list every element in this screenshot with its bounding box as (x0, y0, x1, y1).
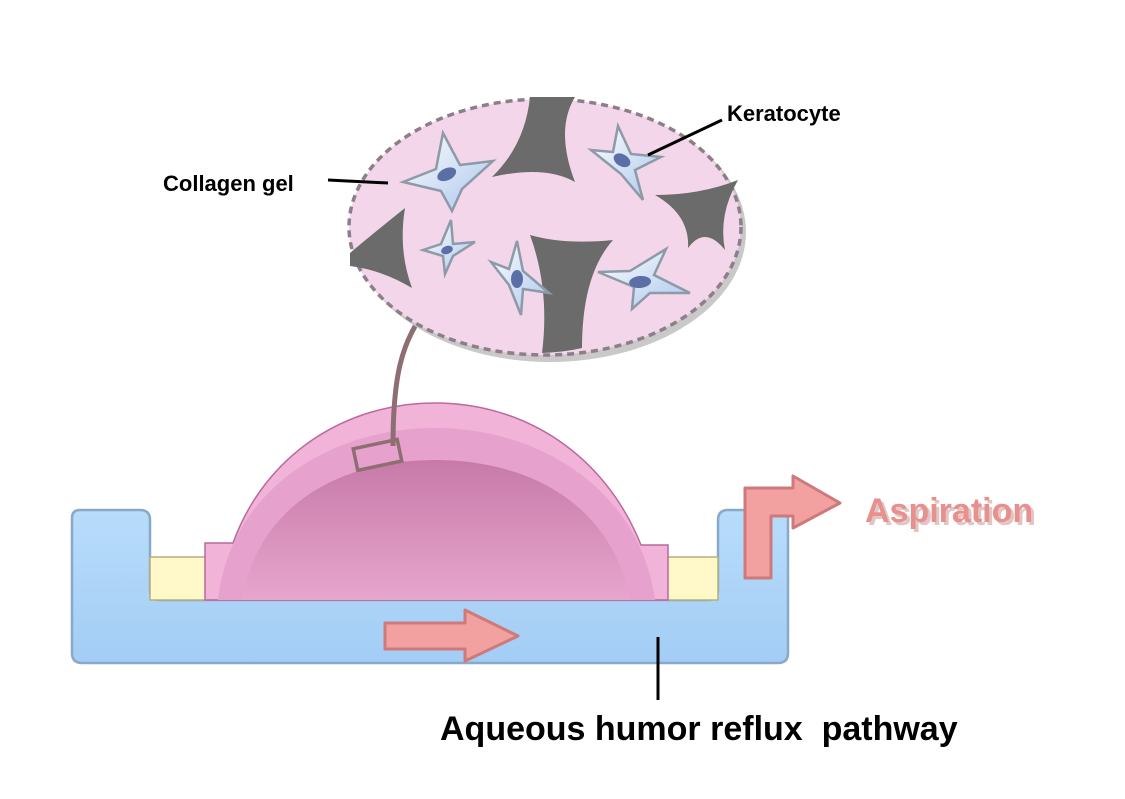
collagen-gel-label: Collagen gel (163, 171, 294, 196)
medium-left (149, 556, 207, 601)
cornea-inner (242, 460, 630, 600)
aspiration-arrow (743, 474, 842, 580)
cornea (204, 402, 669, 601)
keratocyte-cell (398, 129, 497, 214)
sample-region-box (351, 437, 404, 473)
keratocyte-cell (418, 219, 476, 279)
dark-tissue (350, 208, 412, 288)
keratocyte-cell (487, 240, 554, 316)
dark-tissue (530, 235, 613, 353)
collagen-gel-zoom (347, 97, 746, 362)
keratocyte-leader (647, 118, 723, 157)
aspiration-label-shadow: Aspiration (868, 495, 1036, 533)
keratocyte-cell (597, 245, 691, 313)
keratocyte-label: Keratocyte (727, 101, 841, 126)
aspiration-label: Aspiration (865, 492, 1033, 530)
pathway-label: Aqueous humor reflux pathway (440, 710, 958, 748)
dark-tissue (492, 97, 575, 182)
reflux-flow-arrow (383, 608, 520, 663)
medium-right (665, 556, 719, 601)
keratocyte-cell (586, 121, 666, 201)
collagen-gel-leader (327, 178, 389, 185)
dark-tissue (655, 180, 738, 250)
